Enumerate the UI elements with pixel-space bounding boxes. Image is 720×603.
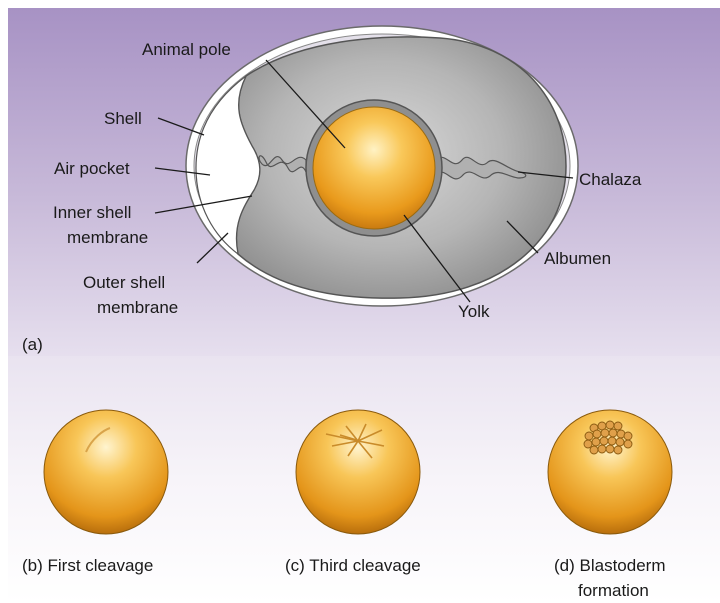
caption-blastoderm-line1: (d) Blastoderm [554, 556, 665, 575]
caption-third-cleavage: (c) Third cleavage [285, 556, 421, 575]
stage-first-cleavage [44, 410, 168, 534]
label-inner-shell-membrane-line2: membrane [67, 228, 148, 247]
label-air-pocket: Air pocket [54, 159, 130, 178]
caption-blastoderm-line2: formation [578, 581, 649, 600]
label-albumen: Albumen [544, 249, 611, 268]
label-chalaza: Chalaza [579, 170, 642, 189]
panel-label-a: (a) [22, 335, 43, 354]
caption-first-cleavage: (b) First cleavage [22, 556, 153, 575]
stage-blastoderm [548, 410, 672, 534]
label-yolk: Yolk [458, 302, 490, 321]
label-shell: Shell [104, 109, 142, 128]
label-inner-shell-membrane-line1: Inner shell [53, 203, 131, 222]
stage-third-cleavage [296, 410, 420, 534]
label-animal-pole: Animal pole [142, 40, 231, 59]
yolk [313, 107, 435, 229]
label-outer-shell-membrane-line1: Outer shell [83, 273, 165, 292]
label-outer-shell-membrane-line2: membrane [97, 298, 178, 317]
